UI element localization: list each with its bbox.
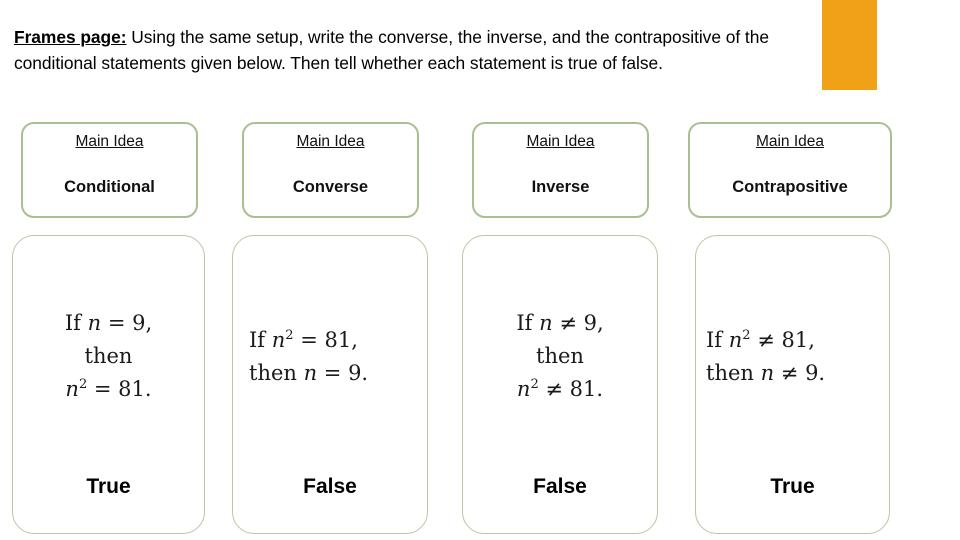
body-card-converse[interactable]: If n2 = 81,then n = 9. False xyxy=(232,235,428,534)
statement-contrapositive: If n2 ≠ 81,then n ≠ 9. xyxy=(706,328,826,385)
main-idea-label: Main Idea xyxy=(755,133,825,150)
verdict-contrapositive: True xyxy=(770,475,815,498)
verdict-inverse: False xyxy=(533,475,587,498)
frame-kind-label: Inverse xyxy=(531,178,590,196)
prompt-lead-label: Frames page: xyxy=(14,27,127,48)
verdict-converse: False xyxy=(303,475,357,498)
frame-kind-label: Conditional xyxy=(64,178,155,196)
header-card-conditional[interactable]: Main Idea Conditional xyxy=(21,122,198,218)
main-idea-label: Main Idea xyxy=(296,133,365,150)
main-idea-label: Main Idea xyxy=(526,133,595,150)
main-idea-label: Main Idea xyxy=(75,133,144,150)
page-title: Frames page: Using the same setup, write… xyxy=(14,24,814,76)
body-card-contrapositive[interactable]: If n2 ≠ 81,then n ≠ 9. True xyxy=(695,235,890,534)
header-card-contrapositive[interactable]: Main Idea Contrapositive xyxy=(688,122,892,218)
verdict-conditional: True xyxy=(86,475,131,498)
frame-kind-label: Contrapositive xyxy=(732,178,848,196)
frame-kind-label: Converse xyxy=(292,178,369,196)
prompt-body-text: Using the same setup, write the converse… xyxy=(14,27,769,74)
statement-converse: If n2 = 81,then n = 9. xyxy=(249,328,369,385)
header-card-converse[interactable]: Main Idea Converse xyxy=(242,122,419,218)
orange-accent-bar xyxy=(822,0,877,90)
header-card-inverse[interactable]: Main Idea Inverse xyxy=(472,122,649,218)
